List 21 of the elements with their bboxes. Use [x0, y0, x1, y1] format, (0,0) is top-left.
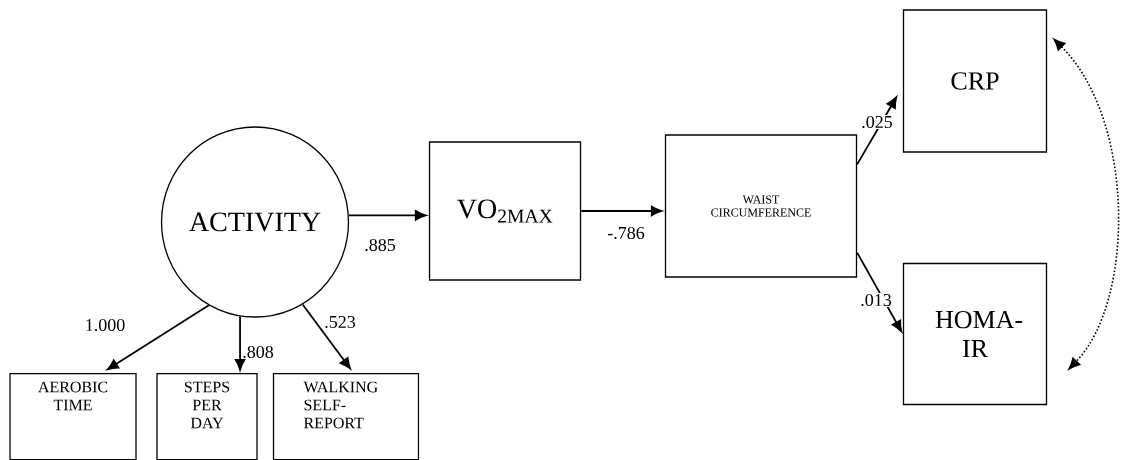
edge-label: .885	[363, 237, 397, 253]
edge-label: -.786	[606, 225, 646, 241]
edge-label: .025	[860, 114, 894, 130]
arrow	[348, 210, 427, 221]
variable-box: HOMA-IR	[902, 262, 1048, 406]
indicator-box: STEPS PER DAY	[156, 373, 258, 460]
variable-box: WAIST CIRCUMFERENCE	[664, 134, 858, 278]
edge-label: .013	[859, 292, 893, 308]
arrow	[234, 315, 246, 371]
variable-box: VO$_{2MAX}$	[428, 141, 582, 281]
arrow	[856, 96, 898, 166]
arrow	[856, 251, 903, 333]
variable-box: CRP	[902, 9, 1048, 153]
edge-label: 1.000	[83, 317, 127, 333]
arrow	[106, 304, 210, 371]
arrow	[301, 303, 351, 370]
indicator-box: AEROBIC TIME	[9, 373, 137, 460]
dotted-arrow	[1053, 38, 1120, 370]
indicator-box: WALKING SELF-REPORT	[272, 373, 420, 460]
edge-label: .808	[241, 344, 275, 360]
arrow	[580, 205, 663, 217]
